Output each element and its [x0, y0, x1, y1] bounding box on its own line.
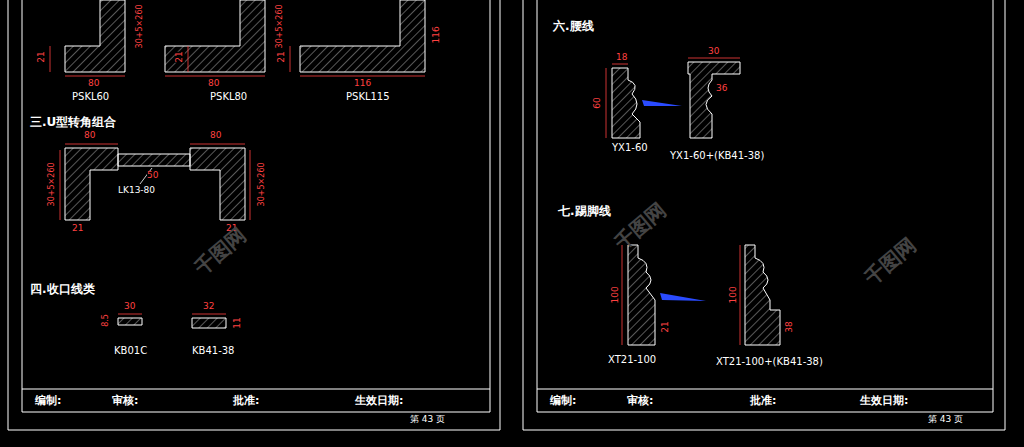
dimension: 116 — [354, 79, 371, 89]
footer-field: 生效日期: — [860, 395, 908, 407]
watermark: 千图网 — [860, 233, 920, 288]
footer-field: 批准: — [750, 395, 776, 407]
footer-field: 审核: — [627, 395, 653, 407]
dimension: 100 — [611, 286, 621, 303]
part-code: YX1-60 — [612, 142, 648, 153]
footer-field: 编制: — [35, 395, 61, 407]
dimension: 21 — [277, 51, 287, 62]
part-code: XT21-100 — [608, 354, 656, 365]
part-code: KB01C — [114, 345, 147, 356]
dimension: 38 — [785, 321, 795, 332]
dimension: 36 — [716, 84, 727, 94]
dimension: 18 — [616, 53, 627, 63]
page-number: 第 43 页 — [410, 415, 445, 425]
dimension: 8.5 — [102, 314, 111, 327]
dimension: 30 — [124, 302, 135, 312]
dimension: 21 — [72, 224, 83, 234]
dimension: 100 — [729, 286, 739, 303]
dimension: 50 — [147, 171, 158, 181]
dimension: 80 — [84, 131, 95, 141]
footer-field: 审核: — [112, 395, 138, 407]
footer-field: 批准: — [233, 395, 259, 407]
section-heading: 六.腰线 — [553, 20, 594, 33]
watermark: 千图网 — [610, 198, 670, 253]
dimension: 116 — [432, 26, 442, 43]
section-heading: 四.收口线类 — [30, 283, 95, 296]
dimension: 21 — [175, 51, 185, 62]
footer-field: 生效日期: — [355, 395, 403, 407]
section-heading: 三.U型转角组合 — [30, 116, 116, 129]
dimension: 60 — [593, 97, 603, 108]
dimension: 80 — [88, 79, 99, 89]
dimension: 80 — [210, 131, 221, 141]
dimension: 21 — [37, 51, 47, 62]
section-heading: 七.踢脚线 — [558, 205, 611, 218]
dimension: 32 — [203, 302, 214, 312]
part-code: YX1-60+(KB41-38) — [670, 150, 764, 161]
watermark: 千图网 — [190, 223, 250, 278]
part-code: PSKL80 — [210, 91, 247, 102]
footer-field: 编制: — [550, 395, 576, 407]
part-code: XT21-100+(KB41-38) — [716, 356, 823, 367]
dimension: 80 — [208, 79, 219, 89]
dimension: 30+5×260 — [276, 4, 285, 48]
part-code: LK13-80 — [118, 186, 155, 196]
part-code: KB41-38 — [192, 345, 234, 356]
dimension: 30+5×260 — [258, 162, 267, 206]
dimension: 21 — [661, 321, 671, 332]
dimension: 30+5×260 — [48, 162, 57, 206]
dimension: 30+5×260 — [136, 4, 145, 48]
dimension: 11 — [233, 317, 243, 328]
dimension: 30 — [708, 47, 719, 57]
part-code: PSKL115 — [346, 91, 390, 102]
page-number: 第 43 页 — [928, 415, 963, 425]
part-code: PSKL60 — [72, 91, 109, 102]
